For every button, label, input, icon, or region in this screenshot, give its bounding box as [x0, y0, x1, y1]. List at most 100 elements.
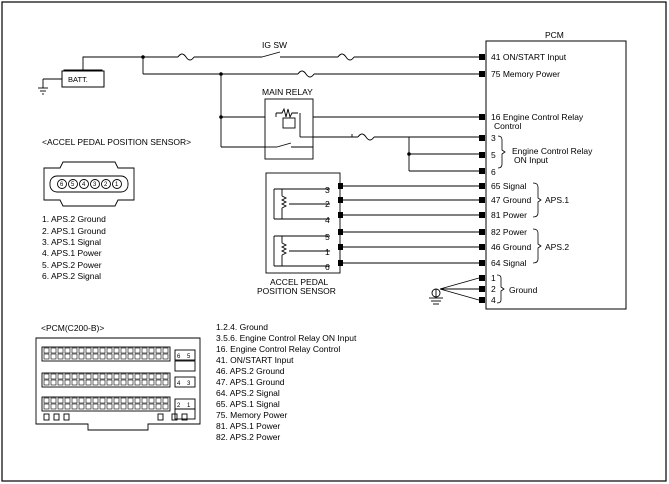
- accel-pin-4: 4: [82, 182, 86, 188]
- pcm-pin-cavity: [71, 353, 78, 360]
- pcm-pin-5: 5: [491, 150, 496, 160]
- pcm-pin-cavity: [162, 353, 169, 360]
- pcm-pin-cavity: [57, 353, 64, 360]
- pcm-pin-cavity: [127, 347, 134, 354]
- aps2-brace: [532, 228, 542, 264]
- pcm-pin-cavity: [106, 397, 113, 404]
- pcm-side-pin-5: 5: [187, 354, 191, 360]
- pcm-pin-cavity: [162, 373, 169, 380]
- pcm-pin-cavity: [78, 397, 85, 404]
- pcm-pin-cavity: [50, 353, 57, 360]
- pcm-pin-cavity: [148, 373, 155, 380]
- pcm-pin-cavity: [71, 347, 78, 354]
- accel-pin-1: 1: [115, 182, 119, 188]
- pcm-pin-cavity: [85, 347, 92, 354]
- pcm-pin-cavity: [43, 347, 50, 354]
- pcm-pin-cavity: [113, 403, 120, 410]
- pcm-pin-cavity: [141, 347, 148, 354]
- pcm-pin-cavity: [106, 403, 113, 410]
- pcm-legend-7: 64. APS.2 Signal: [216, 388, 280, 398]
- pcm-legend-1: 1.2.4. Ground: [216, 322, 268, 332]
- pcm-pin-cavity: [127, 353, 134, 360]
- pcm-pin-cavity: [92, 379, 99, 386]
- ground-wiring: [429, 277, 480, 305]
- accel-legend: 1. APS.2 Ground 2. APS.1 Ground 3. APS.1…: [42, 214, 106, 281]
- pcm-pin-cavity: [85, 353, 92, 360]
- pcm-pin-81: 81 Power: [491, 210, 527, 220]
- pcm-pin-cavity: [134, 373, 141, 380]
- accel-legend-4: 4. APS.1 Power: [42, 248, 102, 258]
- pcm-pin-cavity: [50, 379, 57, 386]
- battery-label: BATT.: [68, 75, 88, 84]
- accel-pin-6: 6: [60, 182, 64, 188]
- pcm-pin-cavity: [92, 373, 99, 380]
- pcm-pin-cavity: [57, 397, 64, 404]
- sensor-label-2: POSITION SENSOR: [257, 286, 336, 296]
- pcm-pin-6: 6: [491, 167, 496, 177]
- pcm-legend-10: 81. APS.1 Power: [216, 421, 280, 431]
- pcm-legend-8: 65. APS.1 Signal: [216, 399, 280, 409]
- pcm-pin-cavity: [155, 353, 162, 360]
- accel-pedal-sensor: [265, 172, 479, 274]
- pcm-pin-cavity: [50, 347, 57, 354]
- pcm-pin-cavity: [148, 403, 155, 410]
- pcm-pin-4: 4: [491, 295, 496, 305]
- pcm-pin-cavity: [43, 397, 50, 404]
- pcm-pin-cavity: [120, 353, 127, 360]
- pcm-pin-cavity: [78, 373, 85, 380]
- pcm-pin-2: 2: [491, 284, 496, 294]
- accel-pin-5: 5: [71, 182, 75, 188]
- pcm-pin-cavity: [43, 379, 50, 386]
- pcm-side-pin-2: 2: [177, 403, 181, 409]
- pcm-side-pin-1: 1: [187, 403, 191, 409]
- pcm-pin-cavity: [64, 403, 71, 410]
- pcm-pin-cavity: [106, 347, 113, 354]
- pcm-pin-cavity: [64, 373, 71, 380]
- pcm-pin-cavity: [141, 403, 148, 410]
- pcm-pin-cavity: [71, 403, 78, 410]
- pcm-pin-cavity: [148, 353, 155, 360]
- relay-on-label-1: Engine Control Relay: [512, 146, 593, 156]
- pcm-pin-16: 16 Engine Control Relay: [491, 112, 584, 122]
- pcm-pin-cavity: [57, 347, 64, 354]
- pcm-pin-cavity: [99, 353, 106, 360]
- pcm-legend-9: 75. Memory Power: [216, 410, 287, 420]
- pcm-pin-16-line2: Control: [494, 121, 522, 131]
- pcm-pin-cavity: [148, 397, 155, 404]
- pcm-pin-cavity: [141, 373, 148, 380]
- pcm-pin-cavity: [134, 347, 141, 354]
- pcm-side-pin-3: 3: [187, 381, 191, 387]
- pcm-pin-41: 41 ON/START Input: [491, 52, 567, 62]
- sensor-terminals: [338, 183, 343, 266]
- pcm-pin-cavity: [162, 379, 169, 386]
- pcm-pin-cavity: [99, 347, 106, 354]
- accel-legend-1: 1. APS.2 Ground: [42, 214, 106, 224]
- pcm-pin-cavity: [64, 353, 71, 360]
- pcm-legend-5: 46. APS.2 Ground: [216, 366, 285, 376]
- accel-legend-5: 5. APS.2 Power: [42, 260, 102, 270]
- pcm-pin-grid: [43, 347, 169, 410]
- pcm-pin-cavity: [78, 353, 85, 360]
- pcm-pin-cavity: [43, 403, 50, 410]
- pcm-pin-cavity: [43, 373, 50, 380]
- pcm-legend-6: 47. APS.1 Ground: [216, 377, 285, 387]
- pcm-pin-cavity: [134, 353, 141, 360]
- pcm-title: PCM: [545, 30, 564, 40]
- accel-legend-6: 6. APS.2 Signal: [42, 271, 101, 281]
- aps1-brace: [532, 182, 542, 218]
- pcm-pin-cavity: [141, 397, 148, 404]
- pcm-module: PCM 41 ON/START Input 75 Memory Power 16…: [485, 30, 627, 310]
- pcm-pin-cavity: [113, 353, 120, 360]
- pcm-box: [485, 40, 627, 310]
- pcm-pin-cavity: [120, 397, 127, 404]
- pcm-pin-cavity: [99, 403, 106, 410]
- pcm-pin-cavity: [127, 403, 134, 410]
- ground-brace: [496, 274, 505, 304]
- pcm-pin-46: 46 Ground: [491, 242, 531, 252]
- accel-legend-3: 3. APS.1 Signal: [42, 237, 101, 247]
- main-relay-label: MAIN RELAY: [262, 87, 313, 97]
- accel-connector-title: <ACCEL PEDAL POSITION SENSOR>: [42, 137, 191, 147]
- pcm-pin-cavity: [64, 347, 71, 354]
- pcm-pin-47: 47 Ground: [491, 195, 531, 205]
- sensor-pin-6: 6: [325, 262, 330, 272]
